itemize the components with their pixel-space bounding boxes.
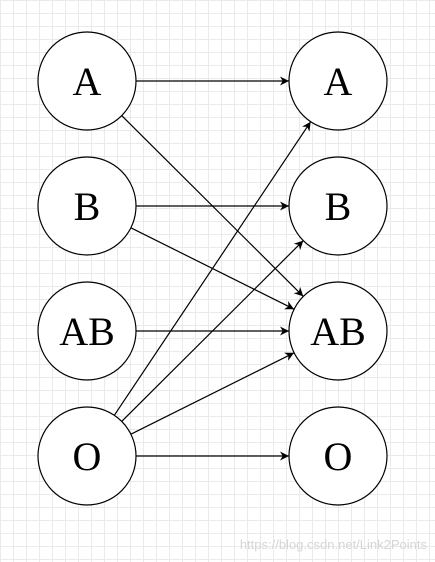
- left-node-ab: AB: [37, 281, 137, 381]
- left-node-label: AB: [59, 309, 115, 354]
- right-node-circle: [288, 406, 388, 506]
- edges-layer: [113, 76, 312, 461]
- edge-l-o-to-r-b: [121, 240, 304, 422]
- right-node-ab: AB: [288, 281, 388, 381]
- right-node-circle: [288, 281, 388, 381]
- left-node-circle: [37, 406, 137, 506]
- left-node-label: B: [74, 184, 101, 229]
- edge-l-o-to-r-a: [113, 121, 312, 416]
- edge-l-o-to-r-ab: [130, 352, 295, 435]
- right-node-label: B: [325, 184, 352, 229]
- left-node-circle: [37, 281, 137, 381]
- left-node-label: O: [73, 434, 102, 479]
- left-node-b: B: [37, 156, 137, 256]
- left-node-a: A: [37, 31, 137, 131]
- right-node-circle: [288, 31, 388, 131]
- watermark-text: https://blog.csdn.net/Link2Points: [239, 537, 427, 552]
- right-node-o: O: [288, 406, 388, 506]
- left-node-o: O: [37, 406, 137, 506]
- right-node-b: B: [288, 156, 388, 256]
- right-node-label: A: [324, 59, 353, 104]
- left-node-circle: [37, 31, 137, 131]
- right-node-label: O: [324, 434, 353, 479]
- left-node-label: A: [73, 59, 102, 104]
- left-node-circle: [37, 156, 137, 256]
- right-node-label: AB: [310, 309, 366, 354]
- right-node-circle: [288, 156, 388, 256]
- right-node-a: A: [288, 31, 388, 131]
